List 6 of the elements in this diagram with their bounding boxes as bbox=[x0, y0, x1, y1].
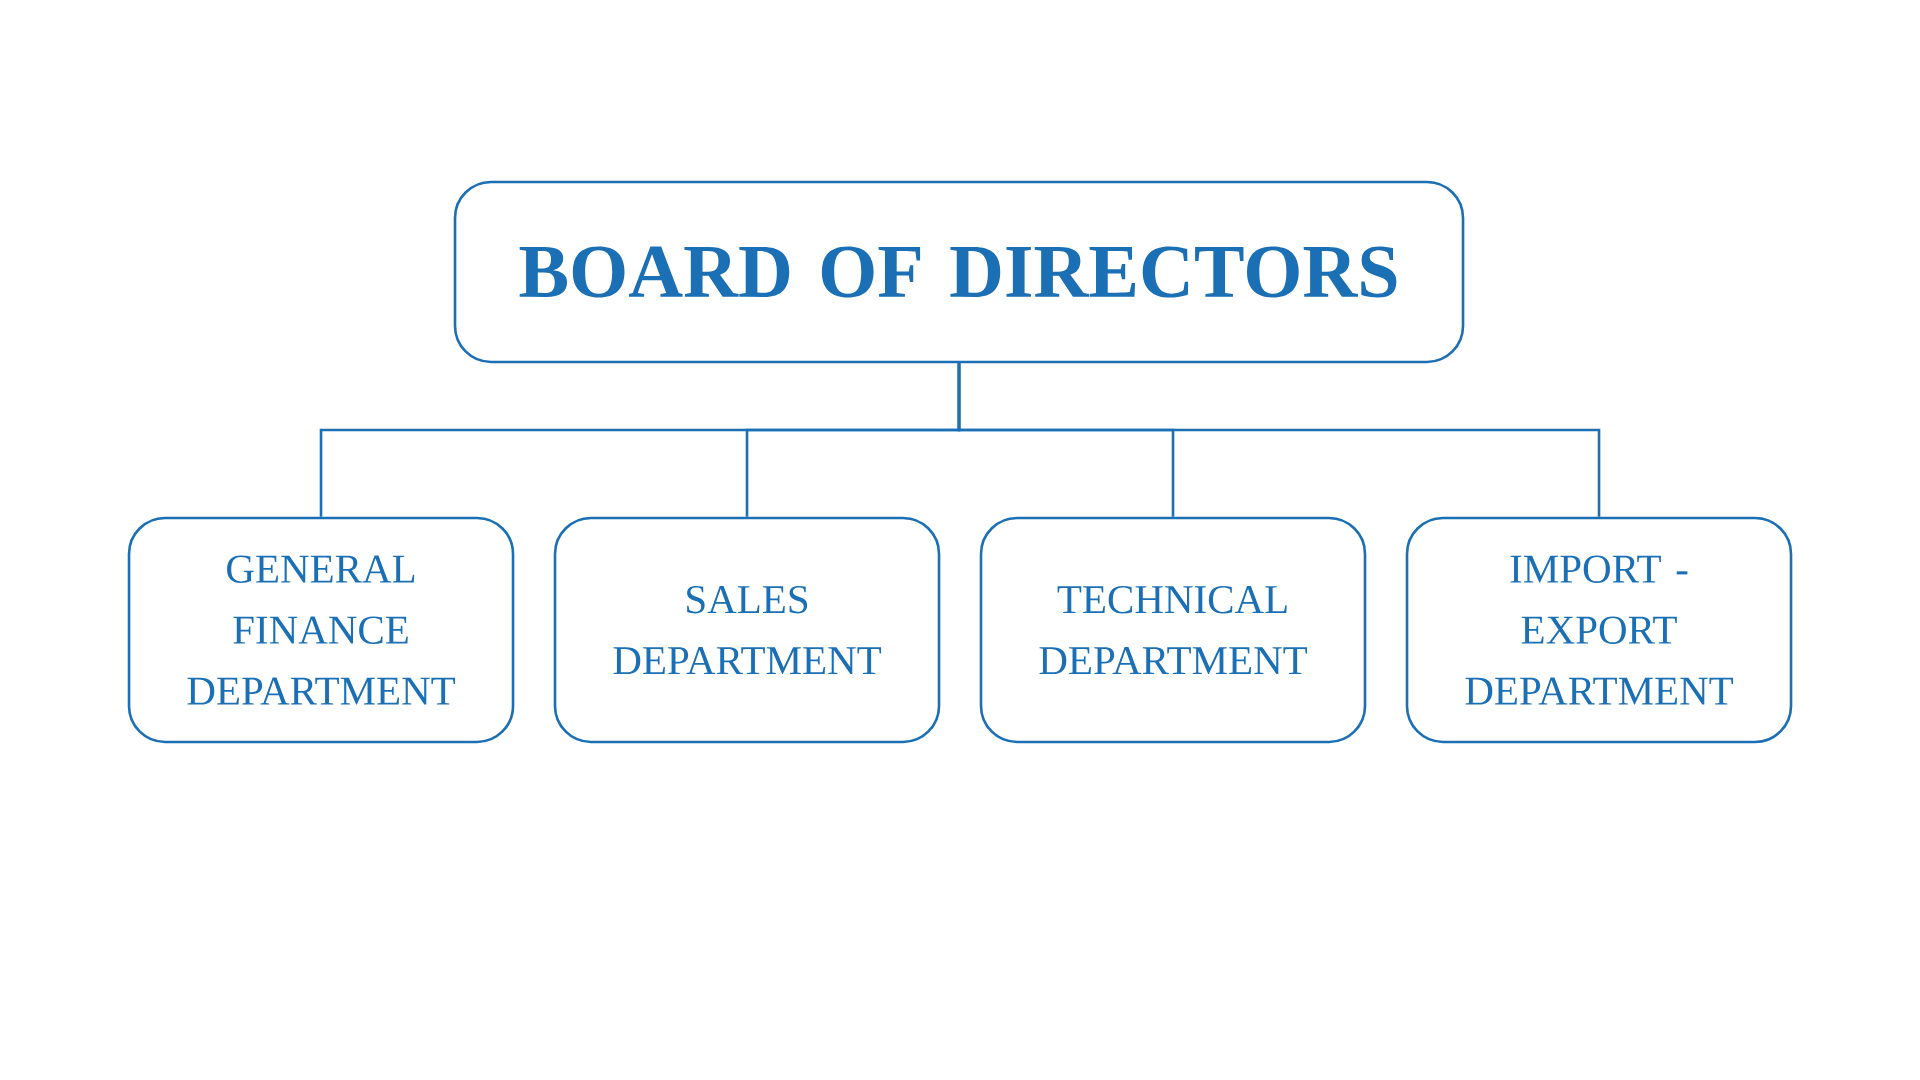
title-box: BOARD OF DIRECTORS bbox=[453, 180, 1465, 364]
department-box: GENERAL FINANCE DEPARTMENT bbox=[127, 516, 515, 744]
department-box: SALES DEPARTMENT bbox=[553, 516, 941, 744]
connector-line bbox=[957, 363, 1601, 517]
department-box: IMPORT - EXPORT DEPARTMENT bbox=[1405, 516, 1793, 744]
department-box: TECHNICAL DEPARTMENT bbox=[979, 516, 1367, 744]
